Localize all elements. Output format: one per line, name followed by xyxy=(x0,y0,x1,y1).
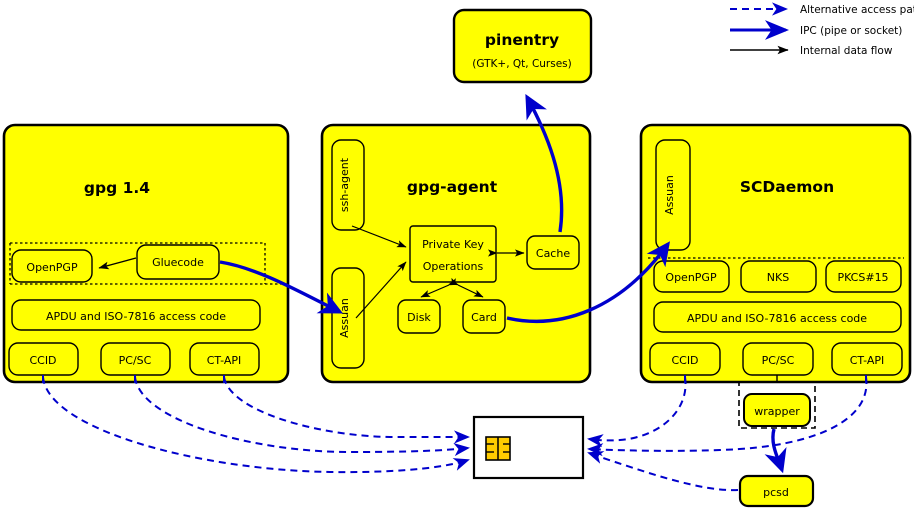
scdaemon-assuan-shape xyxy=(655,139,691,251)
ipc-arrow-wrapper-to-pcsd xyxy=(764,428,787,474)
scdaemon-driver-pcsc-label: PC/SC xyxy=(762,354,795,367)
legend-label-ipc: IPC (pipe or socket) xyxy=(800,25,902,37)
scdaemon-apdu-shape xyxy=(653,301,902,333)
scdaemon-app-nks-label: NKS xyxy=(767,271,789,284)
gpg-apdu-shape xyxy=(11,299,261,331)
gpg-agent-card-shape xyxy=(462,299,506,334)
pinentry-box[interactable]: pinentry (GTK+, Qt, Curses) xyxy=(452,8,593,84)
private-key-operations-line1: Private Key xyxy=(422,238,484,251)
wrapper-dashed-region-shape xyxy=(738,381,816,429)
gpg-apdu-box[interactable]: APDU and ISO-7816 access code xyxy=(11,299,261,331)
private-key-operations-box[interactable]: Private Key Operations xyxy=(409,225,497,283)
wrapper-box-shape xyxy=(743,393,811,427)
scdaemon-app-nks-shape xyxy=(740,260,817,293)
wrapper-label: wrapper xyxy=(754,405,800,418)
scdaemon-app-pkcs15[interactable]: PKCS#15 xyxy=(825,260,902,293)
gpg-agent-assuan-label: Assuan xyxy=(338,298,351,338)
gpg-agent-disk-box[interactable]: Disk xyxy=(397,299,441,334)
scdaemon-driver-ctapi-label: CT-API xyxy=(850,354,885,367)
private-key-operations-shape xyxy=(409,225,497,283)
gpg-driver-ctapi-label: CT-API xyxy=(207,354,242,367)
alt-path-scdaemon-ctapi-to-card xyxy=(587,376,868,457)
private-key-operations-line2: Operations xyxy=(423,260,484,273)
scdaemon-driver-ccid[interactable]: CCID xyxy=(649,342,721,376)
gpg-driver-ccid[interactable]: CCID xyxy=(8,342,79,376)
arrow-gluecode-to-openpgp xyxy=(98,257,137,270)
pcsd-box-shape xyxy=(738,474,815,508)
pinentry-box-shape xyxy=(452,8,593,84)
scdaemon-driver-pcsc-shape xyxy=(742,342,814,376)
gpg-agent-cache-label: Cache xyxy=(536,247,570,260)
scdaemon-apdu-label: APDU and ISO-7816 access code xyxy=(687,312,867,325)
gpg-agent-assuan-box[interactable]: Assuan xyxy=(331,267,365,369)
arrow-pko-to-disk xyxy=(420,278,459,298)
gpg-agent-cache-shape xyxy=(526,235,580,270)
gpg-driver-pcsc[interactable]: PC/SC xyxy=(100,342,171,376)
smartcard-shape xyxy=(472,415,585,480)
gpg-agent-ssh-agent-shape xyxy=(331,139,365,231)
ipc-arrow-card-to-scdaemon-assuan xyxy=(506,241,671,323)
gpg-agent-disk-label: Disk xyxy=(407,311,431,324)
scdaemon-assuan-label: Assuan xyxy=(663,175,676,215)
scdaemon-app-pkcs15-shape xyxy=(825,260,902,293)
gpg-gluecode-label: Gluecode xyxy=(152,256,204,269)
legend-label-alt-path: Alternative access paths xyxy=(800,4,914,16)
gpg-agent-card-box[interactable]: Card xyxy=(462,299,506,334)
gpg-agent-cache-box[interactable]: Cache xyxy=(526,235,580,270)
gpg-openpgp-box[interactable]: OpenPGP xyxy=(11,249,93,283)
alt-path-gpg-pcsc-to-card xyxy=(134,376,470,457)
scdaemon-app-nks[interactable]: NKS xyxy=(740,260,817,293)
gpg-agent-title: gpg-agent xyxy=(407,178,498,196)
smartcard-chip-icon xyxy=(485,436,511,461)
scdaemon-driver-ctapi[interactable]: CT-API xyxy=(831,342,903,376)
gpg-apdu-label: APDU and ISO-7816 access code xyxy=(46,310,226,323)
pinentry-title: pinentry xyxy=(485,31,559,49)
gpg-agent-ssh-agent-label: ssh-agent xyxy=(338,157,351,212)
arrow-ssh-agent-to-pko xyxy=(351,225,407,248)
gpg-driver-ccid-label: CCID xyxy=(29,354,56,367)
smartcard[interactable] xyxy=(472,415,585,480)
scdaemon-title: SCDaemon xyxy=(740,178,834,196)
ipc-arrow-agent-to-pinentry xyxy=(525,94,564,233)
alt-path-pcsd-to-card xyxy=(587,451,739,492)
arrow-assuan-to-pko xyxy=(355,261,407,319)
scdaemon-apdu-box[interactable]: APDU and ISO-7816 access code xyxy=(653,301,902,333)
scdaemon-app-openpgp-shape xyxy=(653,260,730,293)
wrapper-box[interactable]: wrapper xyxy=(743,393,811,427)
pcsd-box[interactable]: pcsd xyxy=(738,474,815,508)
pcsd-label: pcsd xyxy=(763,486,789,499)
scdaemon-app-openpgp-label: OpenPGP xyxy=(665,271,717,284)
gpg-openpgp-shape xyxy=(11,249,93,283)
legend-label-internal-flow: Internal data flow xyxy=(800,45,893,57)
arrow-pko-to-card xyxy=(448,277,484,298)
pinentry-subtitle: (GTK+, Qt, Curses) xyxy=(472,58,572,70)
gpg-agent-card-label: Card xyxy=(471,311,497,324)
ipc-arrow-gluecode-to-agent-assuan xyxy=(219,260,344,314)
scdaemon-assuan-box[interactable]: Assuan xyxy=(655,139,691,251)
scdaemon-driver-pcsc[interactable]: PC/SC xyxy=(742,342,814,376)
wrapper-region xyxy=(738,381,816,429)
gpg-card-app-dotted-region xyxy=(9,242,288,285)
gpg-openpgp-label: OpenPGP xyxy=(26,261,78,274)
gpg-agent-ssh-agent-box[interactable]: ssh-agent xyxy=(331,139,365,231)
legend: Alternative access paths IPC (pipe or so… xyxy=(730,2,914,57)
alt-path-gpg-ccid-to-card xyxy=(42,376,470,474)
scdaemon-driver-ccid-label: CCID xyxy=(671,354,698,367)
gpg-title: gpg 1.4 xyxy=(84,179,150,197)
alt-path-gpg-ctapi-to-card xyxy=(223,376,470,444)
gpg-driver-pcsc-label: PC/SC xyxy=(119,354,152,367)
gpg-agent-disk-shape xyxy=(397,299,441,334)
gpg-gluecode-box[interactable]: Gluecode xyxy=(136,244,220,280)
scdaemon-app-pkcs15-label: PKCS#15 xyxy=(837,271,888,284)
gpg-gluecode-shape xyxy=(136,244,220,280)
gpg-driver-ctapi[interactable]: CT-API xyxy=(189,342,260,376)
alt-path-scdaemon-ccid-to-card xyxy=(587,376,687,448)
scdaemon-app-openpgp[interactable]: OpenPGP xyxy=(653,260,730,293)
